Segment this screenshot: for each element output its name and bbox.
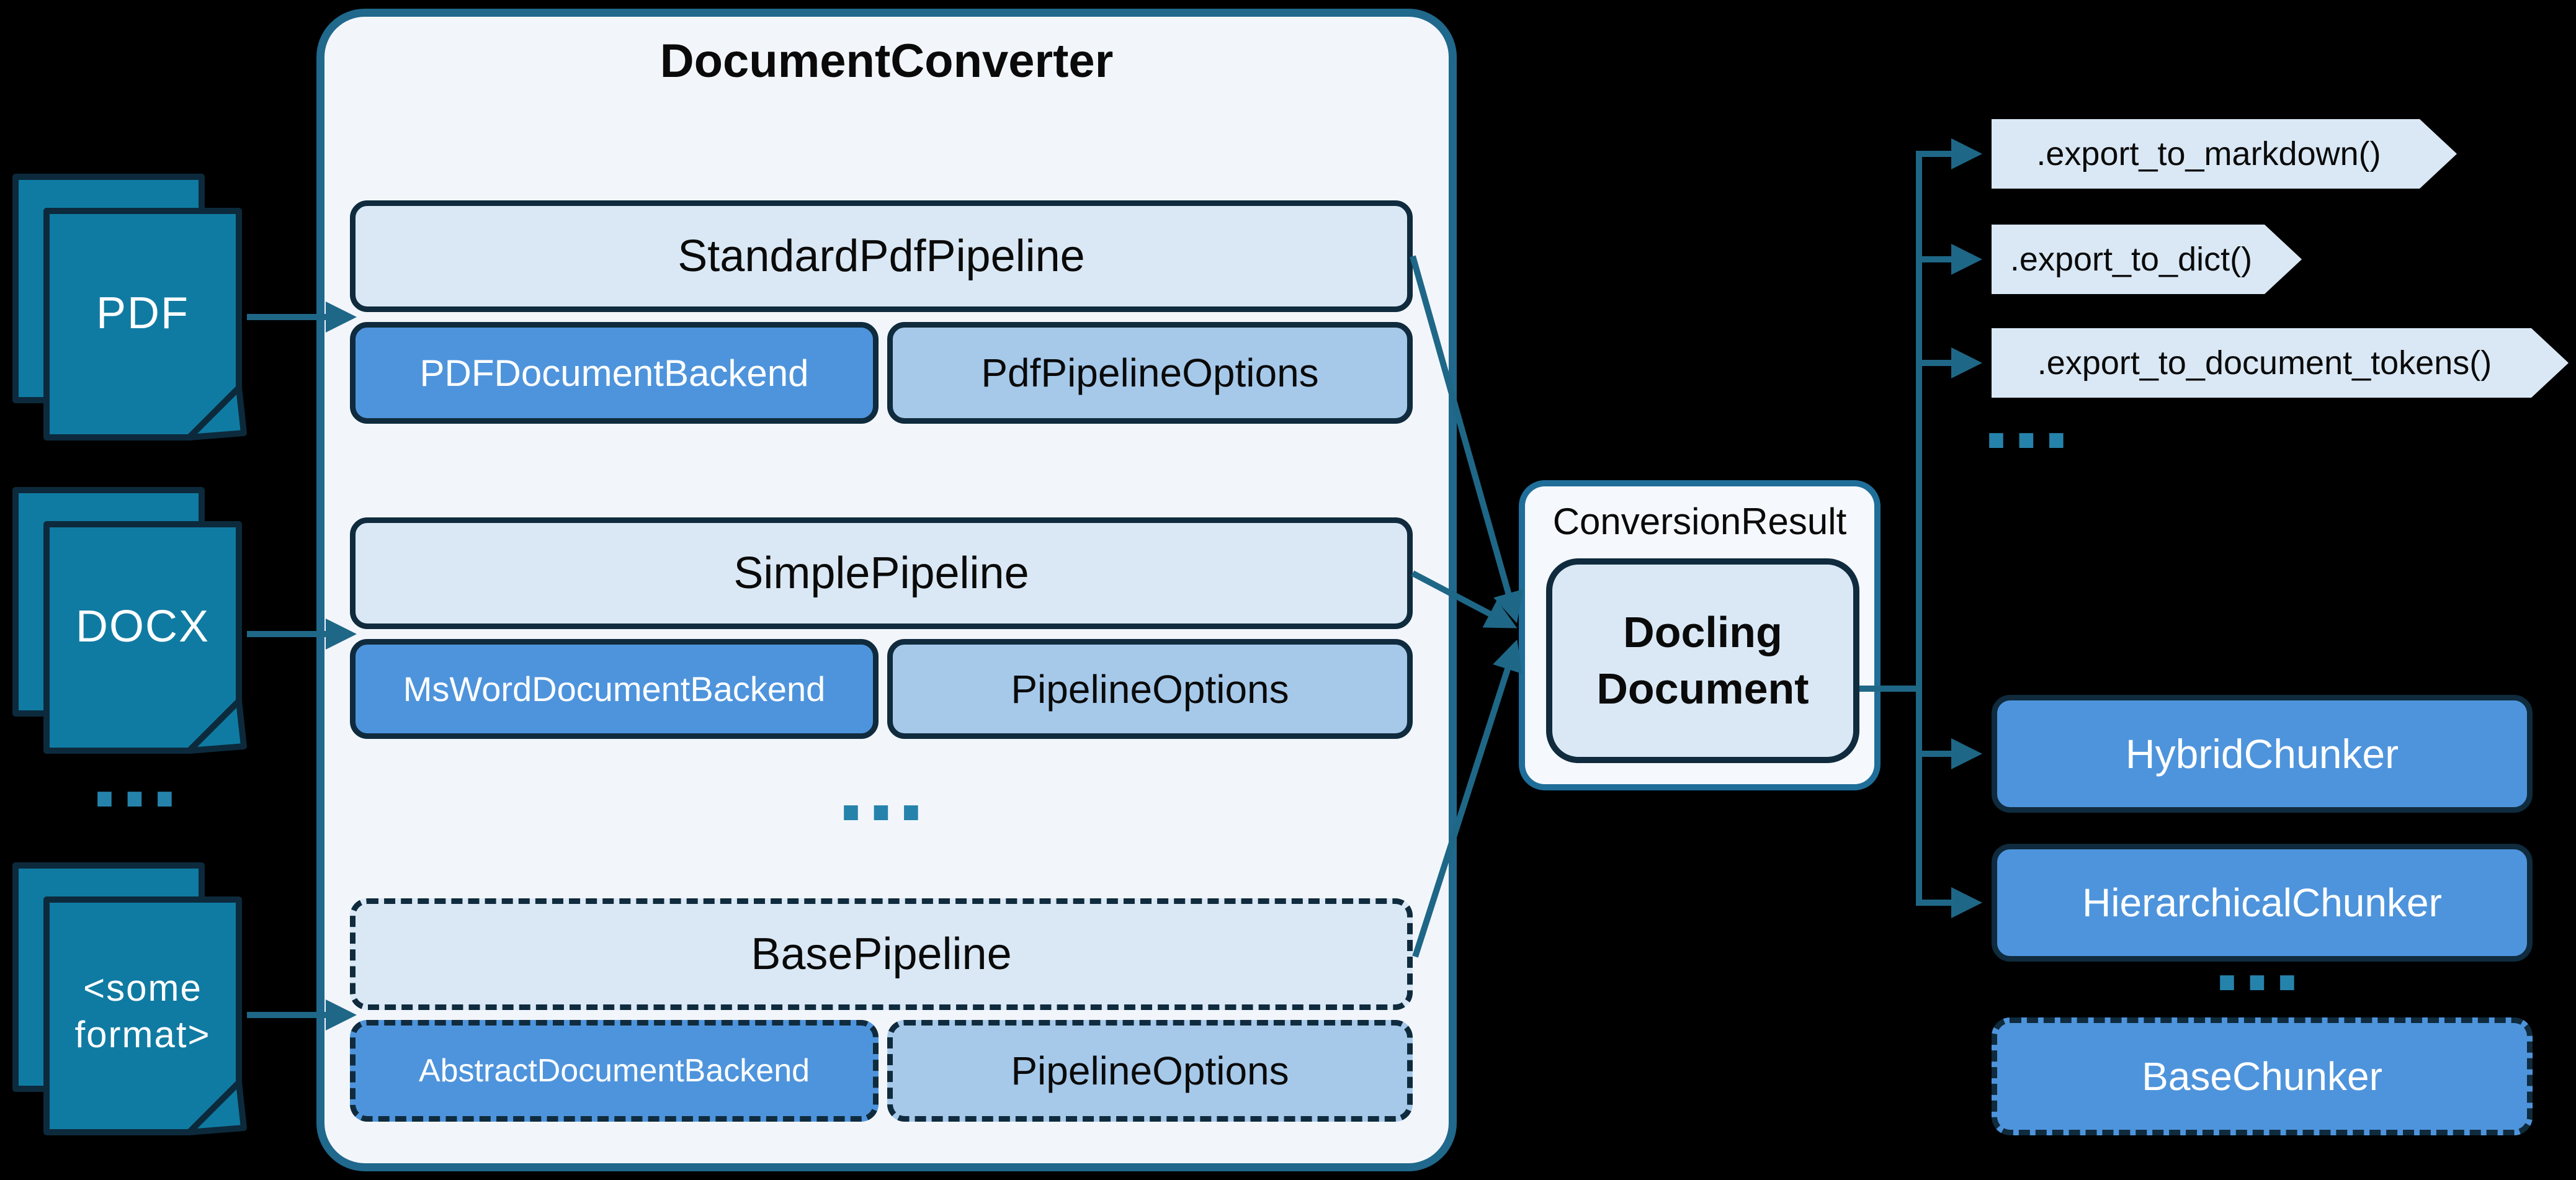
conversion-result-label: ConversionResult xyxy=(1552,500,1847,542)
docling-document-box: Docling Document xyxy=(1546,558,1859,763)
options-box-pipelineoptions: PipelineOptions xyxy=(887,639,1413,739)
source-pdf-label: PDF xyxy=(96,288,189,338)
backend-box-abstractdocumentbackend: AbstractDocumentBackend xyxy=(350,1020,879,1122)
hierarchical-chunker-box: HierarchicalChunker xyxy=(1992,844,2533,962)
source-docx-label: DOCX xyxy=(75,602,210,651)
sources-ellipsis: ... xyxy=(91,717,181,828)
options-box-basepipelineoptions: PipelineOptions xyxy=(887,1020,1413,1122)
source-someformat-label: <some format> xyxy=(74,967,211,1055)
export-to-dict-chevron: .export_to_dict() xyxy=(1992,225,2302,294)
backend-box-pdfdocumentbackend: PDFDocumentBackend xyxy=(350,322,879,424)
export-to-document-tokens-chevron: .export_to_document_tokens() xyxy=(1992,328,2569,398)
backend-box-mswessdocumentbackend: MsWordDocumentBackend xyxy=(350,639,879,739)
pipeline-box-standardpdfpipeline: StandardPdfPipeline xyxy=(350,200,1413,312)
hybrid-chunker-box: HybridChunker xyxy=(1992,695,2533,813)
pipeline-box-simplepipeline: SimplePipeline xyxy=(350,517,1413,629)
options-box-pdfpipelineoptions: PdfPipelineOptions xyxy=(887,322,1413,424)
export-to-markdown-chevron: .export_to_markdown() xyxy=(1992,119,2457,189)
base-chunker-box: BaseChunker xyxy=(1992,1017,2533,1135)
document-converter-title: DocumentConverter xyxy=(660,34,1114,87)
pipeline-box-basepipeline: BasePipeline xyxy=(350,898,1413,1010)
